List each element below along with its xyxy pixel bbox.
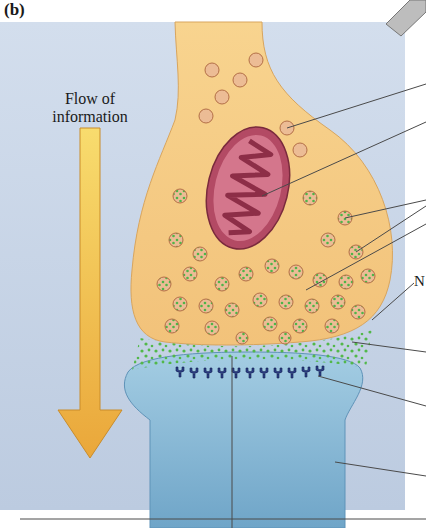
receptor <box>316 366 324 376</box>
filled-vesicle <box>361 269 375 283</box>
fusing-vesicle <box>236 332 248 344</box>
filled-vesicle <box>173 189 187 203</box>
leader-line <box>318 376 426 406</box>
filled-vesicle <box>199 299 213 313</box>
receptor <box>204 368 212 378</box>
empty-vesicle <box>249 53 263 67</box>
receptor <box>176 367 184 377</box>
leader-line <box>345 200 426 218</box>
receptor <box>288 368 296 378</box>
filled-vesicle <box>169 233 183 247</box>
filled-vesicle <box>205 321 219 335</box>
filled-vesicle <box>173 297 187 311</box>
filled-vesicle <box>193 247 207 261</box>
fusing-vesicle <box>279 332 291 344</box>
filled-vesicle <box>289 265 303 279</box>
mitochondrion <box>194 118 302 258</box>
filled-vesicle <box>305 299 319 313</box>
leader-line <box>306 224 426 290</box>
leader-line <box>335 462 426 476</box>
empty-vesicle <box>199 109 213 123</box>
empty-vesicle <box>205 63 219 77</box>
filled-vesicle <box>325 319 339 333</box>
filled-vesicle <box>303 191 317 205</box>
caption-rule <box>20 519 426 520</box>
filled-vesicle <box>331 295 345 309</box>
receptor <box>260 368 268 378</box>
filled-vesicle <box>265 259 279 273</box>
receptor <box>190 368 198 378</box>
filled-vesicle <box>225 303 239 317</box>
receptor <box>274 368 282 378</box>
filled-vesicle <box>321 233 335 247</box>
receptor <box>302 367 310 377</box>
part-label: N <box>414 273 426 290</box>
filled-vesicle <box>351 305 365 319</box>
leader-line <box>356 206 426 252</box>
filled-vesicle <box>157 277 171 291</box>
mitochondrion-outer <box>194 118 302 258</box>
filled-vesicle <box>183 267 197 281</box>
corner-pointer <box>386 0 426 36</box>
mitochondrion-cristae <box>219 139 277 239</box>
flow-arrow <box>58 128 122 458</box>
filled-vesicle <box>215 277 229 291</box>
empty-vesicle <box>293 143 307 157</box>
filled-vesicle <box>279 295 293 309</box>
flow-label: Flow of information <box>30 90 150 127</box>
filled-vesicle <box>239 267 253 281</box>
receptor <box>246 368 254 378</box>
empty-vesicle <box>215 90 229 104</box>
leader-line <box>262 122 426 196</box>
receptor <box>218 368 226 378</box>
leader-line <box>352 342 426 352</box>
filled-vesicle <box>165 319 179 333</box>
empty-vesicle <box>233 73 247 87</box>
leader-line <box>372 283 414 320</box>
filled-vesicle <box>293 319 307 333</box>
filled-vesicle <box>253 293 267 307</box>
filled-vesicle <box>263 317 277 331</box>
panel-letter: (b) <box>4 0 64 20</box>
leader-line <box>287 84 426 128</box>
filled-vesicle <box>339 275 353 289</box>
leader-line <box>232 356 233 528</box>
presynaptic-terminal <box>131 22 393 345</box>
receptor <box>232 368 240 378</box>
